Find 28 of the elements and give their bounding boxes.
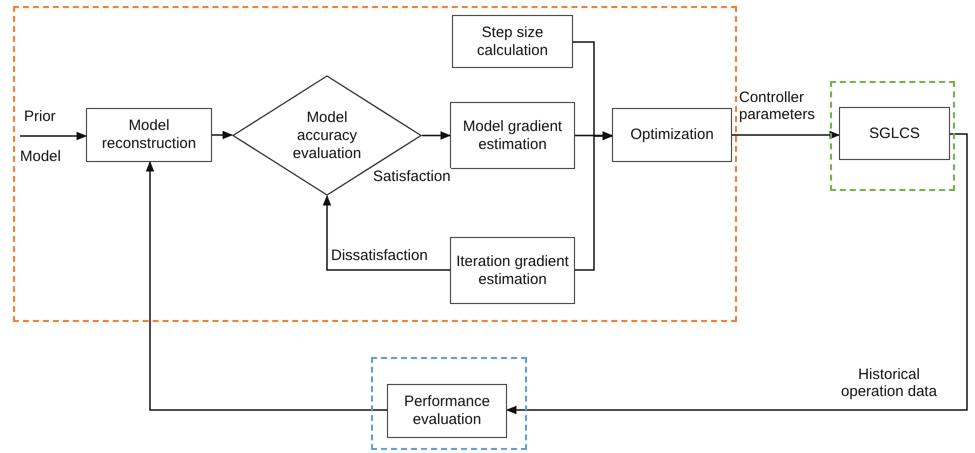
process-box (612, 108, 732, 162)
node-label: Step size calculation (476, 24, 549, 60)
input-label: Model (20, 148, 61, 165)
arrow (146, 160, 387, 411)
node-label: Optimization (630, 126, 714, 144)
arrow (422, 131, 452, 140)
arrow (732, 130, 840, 140)
process-box (452, 15, 573, 68)
arrow (212, 130, 234, 140)
process-box (86, 108, 212, 162)
node-label: Performance evaluation (403, 393, 491, 429)
dashed-group-frame (830, 81, 955, 191)
arrow (506, 133, 968, 414)
process-box (387, 384, 507, 438)
arrow (322, 194, 450, 271)
process-box (450, 237, 575, 304)
node-label: SGLCS (869, 124, 920, 142)
arrow (575, 132, 614, 271)
dashed-group-frame (13, 6, 737, 322)
node-label: Model gradient estimation (462, 118, 564, 154)
arrow (20, 132, 88, 140)
dashed-group-frame (371, 357, 527, 450)
node-label: Model reconstruction (100, 117, 198, 153)
process-box (839, 107, 950, 160)
node-label: Iteration gradient estimation (455, 252, 570, 288)
process-box (450, 102, 575, 169)
input-label: Prior (24, 108, 56, 125)
node-label: Model accuracy evaluation (292, 108, 362, 162)
